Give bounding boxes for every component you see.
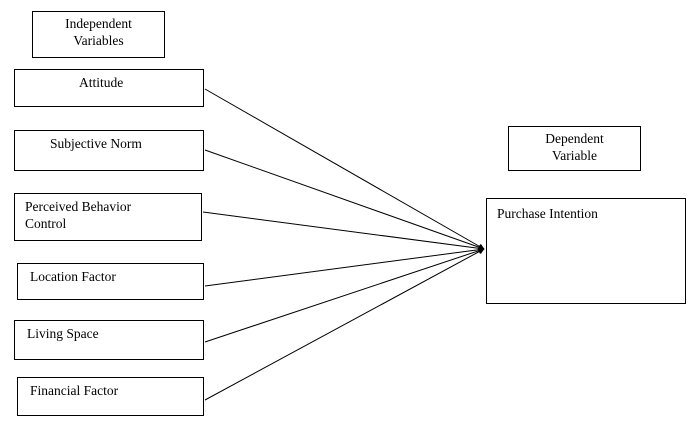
arrow-attitude [204,88,485,250]
variable-living-space: Living Space [14,320,204,360]
variable-perceived-behavior-control: Perceived Behavior Control [14,193,202,241]
variable-location-factor-label: Location Factor [30,269,116,284]
variable-pbc-label-line1: Perceived Behavior [25,199,132,214]
variable-attitude-label: Attitude [79,75,124,90]
variable-attitude: Attitude [14,69,204,107]
variable-pbc-label-line2: Control [25,216,67,231]
variable-financial-factor: Financial Factor [17,377,204,416]
variable-subjective-norm: Subjective Norm [14,130,204,171]
independent-header-line2: Variables [73,33,124,48]
variable-location-factor: Location Factor [17,263,204,300]
dependent-header-line2: Variable [552,148,597,163]
variable-living-space-label: Living Space [27,326,99,341]
dependent-variable-header: Dependent Variable [508,126,641,171]
dependent-variable-purchase-intention: Purchase Intention [486,198,686,304]
independent-header-line1: Independent [65,16,132,31]
arrow-perceived-behavior-control [202,211,485,252]
arrow-financial-factor [204,248,485,401]
purchase-intention-label: Purchase Intention [497,206,598,221]
arrow-location-factor [204,246,485,287]
arrow-subjective-norm [204,149,485,251]
dependent-header-line1: Dependent [545,131,604,146]
variable-subjective-norm-label: Subjective Norm [50,136,142,151]
variable-financial-factor-label: Financial Factor [30,383,119,398]
arrow-living-space [204,247,485,343]
independent-variables-header: Independent Variables [32,11,165,58]
